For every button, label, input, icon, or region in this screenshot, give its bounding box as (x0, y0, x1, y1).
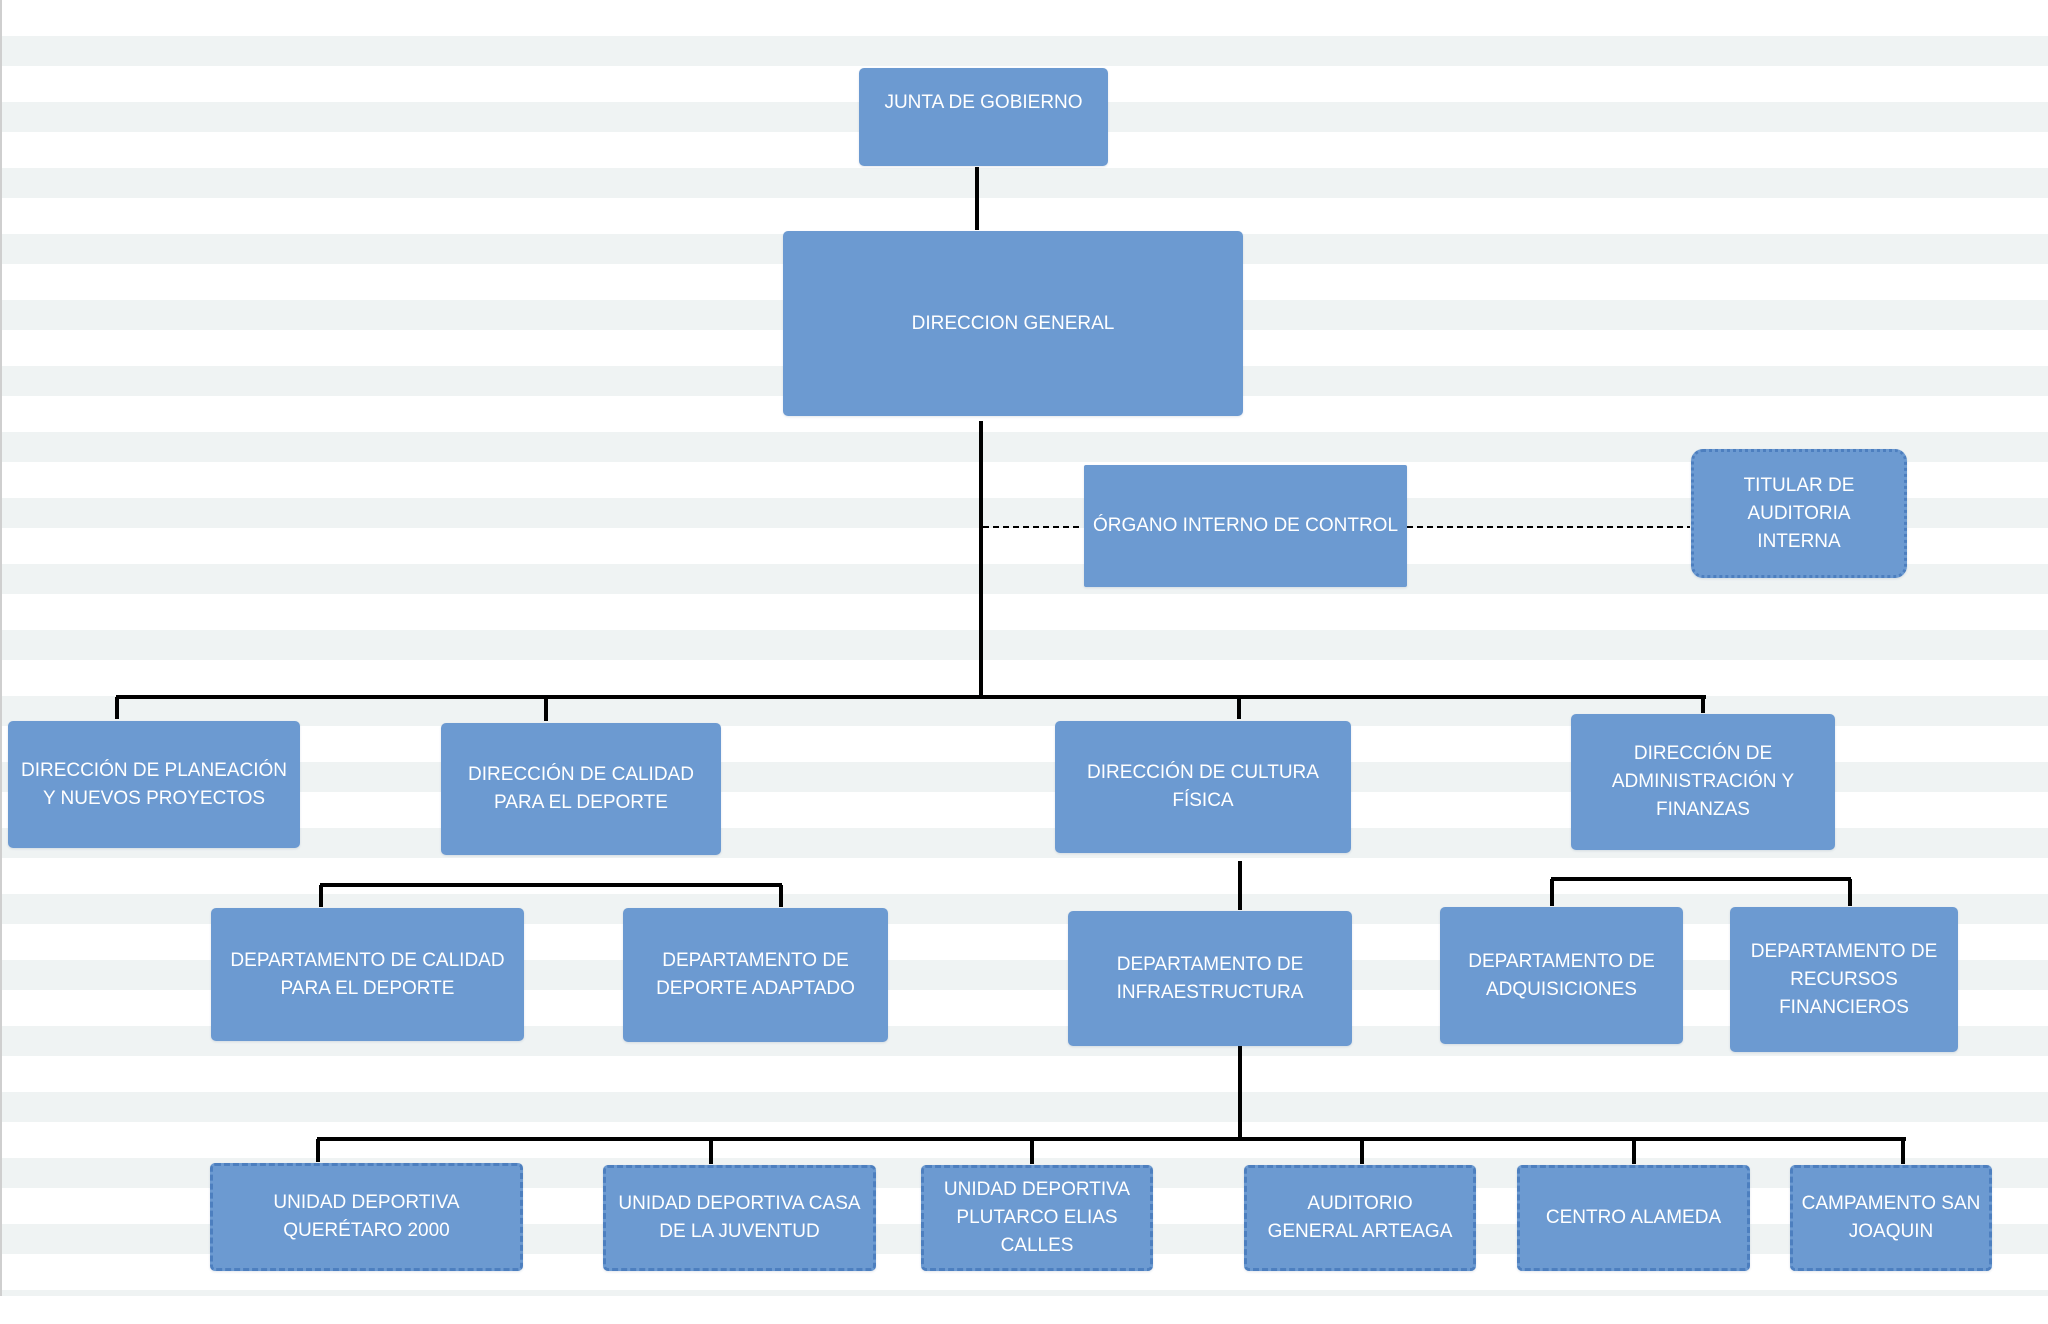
box-junta-label: JUNTA DE GOBIERNO (884, 92, 1083, 113)
box-organo-interno-control: ÓRGANO INTERNO DE CONTROL (1084, 465, 1407, 587)
box-centro-alameda-label: CENTRO ALAMEDA (1545, 1207, 1722, 1228)
box-auditorio-general-arteaga: AUDITORIO GENERAL ARTEAGA (1244, 1165, 1476, 1271)
box-organo-label: ÓRGANO INTERNO DE CONTROL (1092, 515, 1399, 536)
box-direccion-cultura-label: DIRECCIÓN DE CULTURA FÍSICA (1087, 762, 1319, 811)
box-unidad-casa-juventud: UNIDAD DEPORTIVA CASA DE LA JUVENTUD (603, 1165, 876, 1271)
box-departamento-adquisiciones-label: DEPARTAMENTO DE ADQUISICIONES (1468, 950, 1655, 1000)
box-departamento-recursos-financieros: DEPARTAMENTO DE RECURSOS FINANCIEROS (1730, 907, 1958, 1052)
page-bottom-band (0, 1296, 2048, 1324)
box-departamento-deporte-adaptado: DEPARTAMENTO DE DEPORTE ADAPTADO (623, 908, 888, 1042)
box-unidad-casa-juventud-label: UNIDAD DEPORTIVA CASA DE LA JUVENTUD (618, 1193, 861, 1242)
box-unidad-queretaro-label: UNIDAD DEPORTIVA QUERÉTARO 2000 (273, 1192, 460, 1241)
box-direccion-calidad: DIRECCIÓN DE CALIDAD PARA EL DEPORTE (441, 723, 721, 855)
box-unidad-plutarco-elias-calles: UNIDAD DEPORTIVA PLUTARCO ELIAS CALLES (921, 1165, 1153, 1271)
box-direccion-planeacion: DIRECCIÓN DE PLANEACIÓN Y NUEVOS PROYECT… (8, 721, 300, 848)
box-campamento-label: CAMPAMENTO SAN JOAQUIN (1801, 1193, 1981, 1242)
box-direccion-planeacion-label: DIRECCIÓN DE PLANEACIÓN Y NUEVOS PROYECT… (20, 759, 288, 809)
box-departamento-infra-label: DEPARTAMENTO DE INFRAESTRUCTURA (1116, 953, 1304, 1003)
box-departamento-calidad-label: DEPARTAMENTO DE CALIDAD PARA EL DEPORTE (230, 949, 505, 999)
page-title: INSTITUTO DEL DEPORTE Y LA RECREACIÓN DE… (207, 0, 902, 17)
box-direccion-general-label: DIRECCION GENERAL (911, 312, 1115, 334)
box-departamento-infraestructura: DEPARTAMENTO DE INFRAESTRUCTURA (1068, 911, 1352, 1046)
box-departamento-adquisiciones: DEPARTAMENTO DE ADQUISICIONES (1440, 907, 1683, 1044)
box-direccion-calidad-label: DIRECCIÓN DE CALIDAD PARA EL DEPORTE (468, 764, 694, 813)
box-titular-label: TITULAR DE AUDITORIA INTERNA (1743, 474, 1855, 552)
box-centro-alameda: CENTRO ALAMEDA (1517, 1165, 1750, 1271)
box-campamento-san-joaquin: CAMPAMENTO SAN JOAQUIN (1790, 1165, 1992, 1271)
box-departamento-calidad: DEPARTAMENTO DE CALIDAD PARA EL DEPORTE (211, 908, 524, 1041)
box-departamento-recursos-label: DEPARTAMENTO DE RECURSOS FINANCIEROS (1750, 940, 1938, 1018)
box-direccion-general: DIRECCION GENERAL (783, 231, 1243, 416)
page-left-edge (0, 0, 2, 1324)
box-direccion-administracion-label: DIRECCIÓN DE ADMINISTRACIÓN Y FINANZAS (1611, 743, 1795, 820)
box-junta-de-gobierno: JUNTA DE GOBIERNO (859, 68, 1108, 166)
box-direccion-cultura-fisica: DIRECCIÓN DE CULTURA FÍSICA (1055, 721, 1351, 853)
box-titular-auditoria: TITULAR DE AUDITORIA INTERNA (1691, 449, 1907, 578)
box-departamento-adaptado-label: DEPARTAMENTO DE DEPORTE ADAPTADO (656, 950, 855, 999)
box-unidad-queretaro-2000: UNIDAD DEPORTIVA QUERÉTARO 2000 (210, 1163, 523, 1271)
box-unidad-plutarco-label: UNIDAD DEPORTIVA PLUTARCO ELIAS CALLES (943, 1179, 1131, 1256)
box-direccion-administracion: DIRECCIÓN DE ADMINISTRACIÓN Y FINANZAS (1571, 714, 1835, 850)
box-auditorio-label: AUDITORIO GENERAL ARTEAGA (1267, 1193, 1453, 1242)
